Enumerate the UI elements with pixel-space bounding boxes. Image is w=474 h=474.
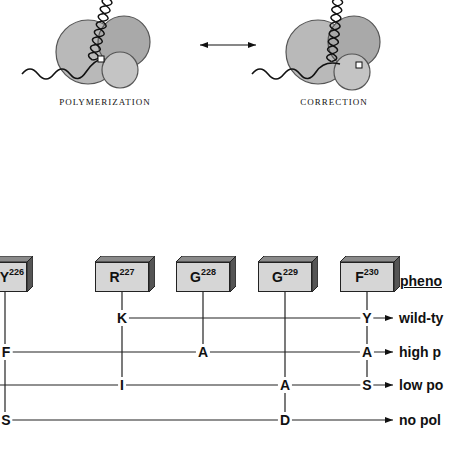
row-arrow xyxy=(5,419,393,420)
column-line xyxy=(284,292,285,420)
cube-top xyxy=(176,256,236,262)
residue-face: G228 xyxy=(176,262,230,292)
cube-side xyxy=(27,256,33,292)
cube-front xyxy=(259,263,312,292)
residue-letter: G xyxy=(272,269,283,285)
phenotype-label: no pol xyxy=(399,413,441,427)
protein-domain xyxy=(334,54,370,90)
phenotype-label: wild-ty xyxy=(399,311,443,325)
cube-side xyxy=(230,256,236,292)
cube-top xyxy=(340,256,400,262)
cube-front xyxy=(341,263,394,292)
equilibrium-arrow xyxy=(200,44,256,45)
cube-side xyxy=(312,256,318,292)
residue-face: Y226 xyxy=(0,262,27,292)
active-site-marker xyxy=(98,56,104,62)
residue-face: F230 xyxy=(340,262,394,292)
residue-box: G229 xyxy=(258,256,318,292)
residue-box: F230 xyxy=(340,256,400,292)
residue-box: Y226 xyxy=(0,256,33,292)
substitution-letter: S xyxy=(0,412,13,428)
residue-face: R227 xyxy=(95,262,149,292)
residue-box: R227 xyxy=(95,256,155,292)
residue-letter: R xyxy=(109,269,119,285)
phenotype-label: low po xyxy=(399,378,443,392)
cube-front xyxy=(0,263,27,292)
substitution-letter: A xyxy=(196,344,210,360)
substitution-letter: I xyxy=(118,377,126,393)
cube-top xyxy=(258,256,318,262)
cube-side xyxy=(149,256,155,292)
polymerase-correction xyxy=(252,0,380,90)
phenotype-label: high p xyxy=(399,345,441,359)
row-arrows xyxy=(0,318,393,420)
substitution-letter: K xyxy=(115,310,129,326)
column-lines xyxy=(5,292,367,420)
residue-number: 230 xyxy=(364,267,379,277)
cube-top xyxy=(95,256,155,262)
panel-caption: CORRECTION xyxy=(300,98,368,107)
residue-number: 228 xyxy=(201,267,216,277)
residue-box: G228 xyxy=(176,256,236,292)
substitution-letter: D xyxy=(278,412,292,428)
column-line xyxy=(202,292,203,352)
dna-helix xyxy=(88,0,113,61)
polymerase-polymerization xyxy=(22,0,150,88)
cube-side xyxy=(394,256,400,292)
cube-front xyxy=(177,263,230,292)
dna-strand xyxy=(22,58,104,79)
substitution-letter: Y xyxy=(360,310,373,326)
cube-front xyxy=(96,263,149,292)
column-line xyxy=(366,292,367,385)
dna-helix xyxy=(326,0,343,62)
substitution-letter: A xyxy=(360,344,374,360)
row-arrow xyxy=(0,384,393,385)
protein-domain xyxy=(102,52,138,88)
residue-number: 227 xyxy=(120,267,135,277)
residue-number: 226 xyxy=(9,267,24,277)
column-header: pheno xyxy=(400,274,442,288)
substitution-letter: A xyxy=(278,377,292,393)
residue-number: 229 xyxy=(283,267,298,277)
residue-letter: G xyxy=(190,269,201,285)
residue-face: G229 xyxy=(258,262,312,292)
column-line xyxy=(121,292,122,385)
active-site-marker xyxy=(356,62,362,68)
row-arrow xyxy=(122,317,393,318)
panel-caption: POLYMERIZATION xyxy=(59,98,151,107)
substitution-letter: S xyxy=(360,377,373,393)
residue-letter: F xyxy=(355,269,364,285)
substitution-letter: F xyxy=(0,344,12,360)
dna-strand xyxy=(252,63,340,79)
residue-letter: Y xyxy=(0,269,9,285)
